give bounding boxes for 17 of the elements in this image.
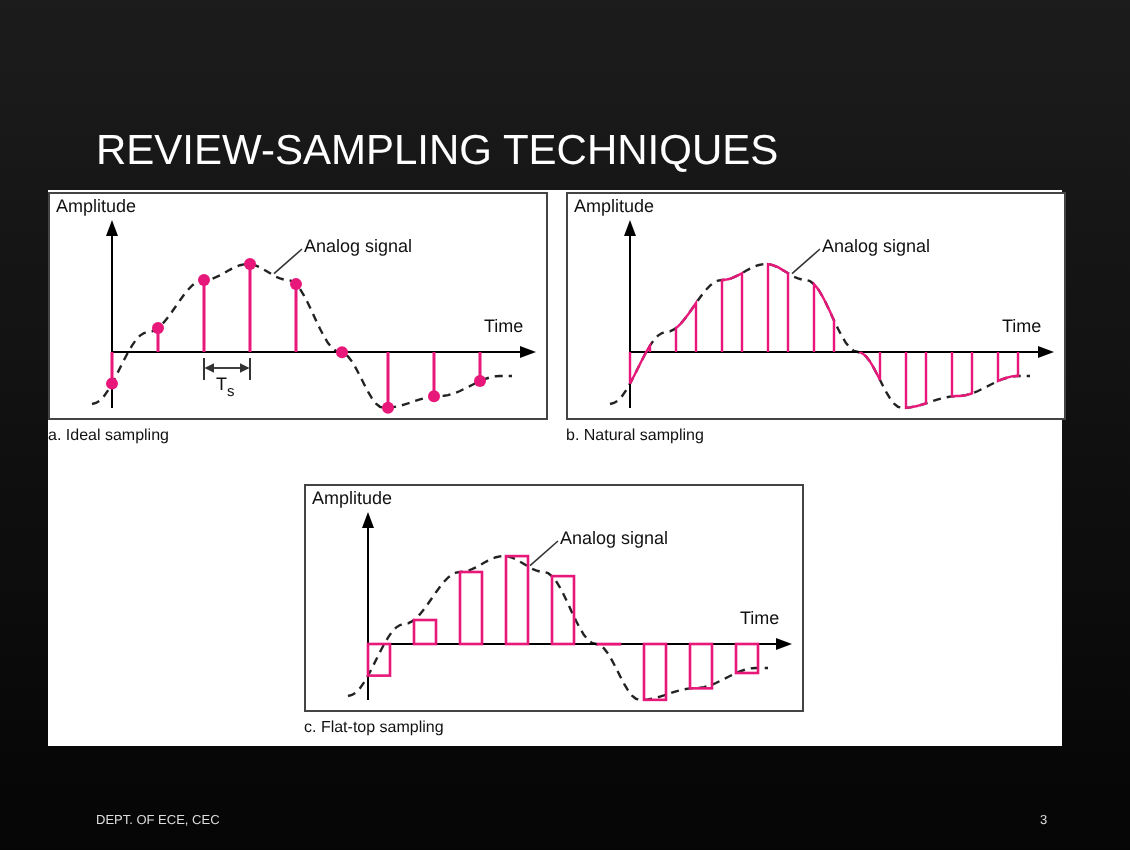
axis-label: Amplitude [312, 488, 393, 510]
figure-caption: a. Ideal sampling [48, 424, 169, 446]
axis-label: Amplitude [56, 196, 137, 218]
leader-line [791, 248, 821, 275]
curve-label: Analog signal [822, 236, 931, 258]
figure-caption: b. Natural sampling [566, 424, 704, 446]
interval-label: T$_{s}$ [216, 374, 235, 402]
axis-label: Time [484, 316, 524, 338]
leader-line [273, 248, 303, 275]
curve-label: Analog signal [560, 528, 669, 550]
axis-label: Time [1002, 316, 1042, 338]
figure-caption: c. Flat-top sampling [304, 716, 444, 738]
leader-line [529, 540, 559, 567]
curve-label: Analog signal [304, 236, 413, 258]
slide-title: REVIEW-SAMPLING TECHNIQUES [96, 128, 779, 176]
axis-label: Amplitude [574, 196, 655, 218]
axis-label: Time [740, 608, 780, 630]
